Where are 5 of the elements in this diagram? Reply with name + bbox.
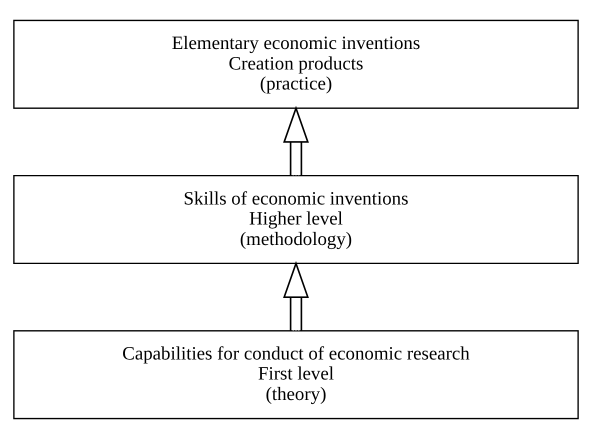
node-box: Capabilities for conduct of economic research First level (theory) (13, 330, 579, 419)
node-box: Skills of economic inventions Higher level (methodology) (13, 174, 579, 264)
node-box: Elementary economic inventions Creation products (practice) (13, 19, 579, 108)
arrow (283, 260, 309, 330)
arrow (283, 105, 309, 175)
